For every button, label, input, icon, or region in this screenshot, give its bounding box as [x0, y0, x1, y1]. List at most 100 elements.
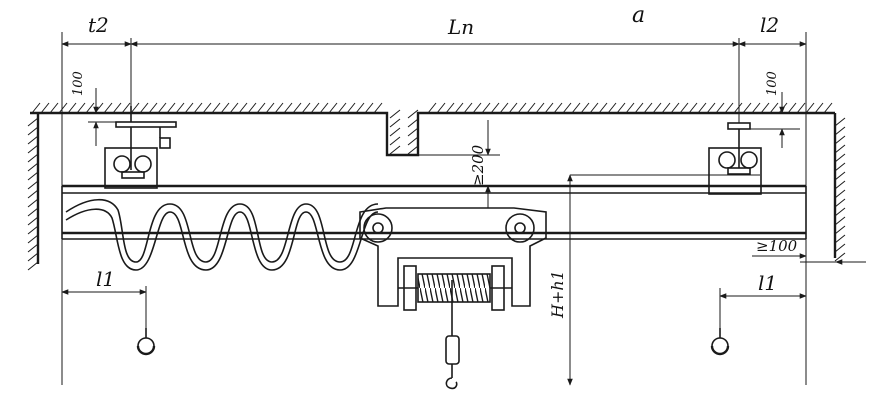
- hoist-trolley: [359, 207, 547, 307]
- label-ge100: ≥100: [756, 237, 798, 255]
- hatch-stroke: [389, 127, 401, 137]
- hatch-stroke: [319, 102, 329, 114]
- hatch-stroke: [301, 102, 311, 114]
- hatch-stroke: [355, 102, 365, 114]
- hatch-stroke: [346, 102, 356, 114]
- label-t2-left: t2: [88, 13, 109, 37]
- hatch-stroke: [688, 102, 698, 114]
- hatch-stroke: [535, 102, 545, 114]
- dimension-labels: t2 Lп a l2 100 100 ≥200 H+h1 ≥100 l1 l1: [71, 3, 798, 319]
- hatch-stroke: [175, 102, 185, 114]
- hatch-stroke: [373, 102, 383, 114]
- hatch-stroke: [834, 117, 846, 127]
- hatch-stroke: [238, 102, 248, 114]
- label-l2-right: l2: [760, 13, 779, 37]
- hatch-stroke: [589, 102, 599, 114]
- hatch-stroke: [229, 102, 239, 114]
- hatch-stroke: [834, 252, 846, 262]
- hatch-stroke: [724, 102, 734, 114]
- hatch-stroke: [328, 102, 338, 114]
- hatch-stroke: [499, 102, 509, 114]
- ceiling-hatching: [31, 102, 833, 155]
- hatch-stroke: [751, 102, 761, 114]
- hatch-stroke: [27, 252, 39, 262]
- hatch-stroke: [337, 102, 347, 114]
- hatch-stroke: [31, 102, 41, 114]
- hatch-stroke: [742, 102, 752, 114]
- hatch-stroke: [389, 109, 401, 119]
- hatch-stroke: [834, 234, 846, 244]
- hatch-stroke: [562, 102, 572, 114]
- hatch-stroke: [184, 102, 194, 114]
- hatch-stroke: [571, 102, 581, 114]
- hatch-stroke: [834, 126, 846, 136]
- hatch-stroke: [634, 102, 644, 114]
- hatch-stroke: [481, 102, 491, 114]
- hoist-drum: [398, 265, 512, 311]
- hatch-stroke: [27, 216, 39, 226]
- hatch-stroke: [103, 102, 113, 114]
- hatch-stroke: [517, 102, 527, 114]
- hatch-stroke: [427, 102, 437, 114]
- hatch-stroke: [27, 189, 39, 199]
- hatch-stroke: [256, 102, 266, 114]
- hatch-stroke: [407, 145, 419, 155]
- crane-rail-beam: [61, 184, 807, 240]
- hatch-stroke: [778, 102, 788, 114]
- hatch-stroke: [130, 102, 140, 114]
- hatch-stroke: [139, 102, 149, 114]
- hatch-stroke: [834, 207, 846, 217]
- hatch-stroke: [643, 102, 653, 114]
- left-wall-hatching: [27, 117, 39, 271]
- hatch-stroke: [58, 102, 68, 114]
- hatch-stroke: [76, 102, 86, 114]
- hatch-stroke: [283, 102, 293, 114]
- hatch-stroke: [697, 102, 707, 114]
- hatch-stroke: [148, 102, 158, 114]
- hatch-stroke: [472, 102, 482, 114]
- hatch-stroke: [834, 144, 846, 154]
- hatch-stroke: [85, 102, 95, 114]
- hatch-stroke: [544, 102, 554, 114]
- hatch-stroke: [27, 180, 39, 190]
- hatch-stroke: [733, 102, 743, 114]
- hatch-stroke: [490, 102, 500, 114]
- right-support-trolley: [708, 122, 762, 195]
- hatch-stroke: [834, 153, 846, 163]
- hatch-stroke: [769, 102, 779, 114]
- hatch-stroke: [607, 102, 617, 114]
- label-100-right: 100: [765, 71, 780, 96]
- hatch-stroke: [274, 102, 284, 114]
- hatch-stroke: [834, 135, 846, 145]
- hatch-stroke: [27, 117, 39, 127]
- hook-block: [445, 280, 460, 390]
- hatch-stroke: [193, 102, 203, 114]
- label-l1-left: l1: [96, 267, 115, 291]
- hatch-stroke: [823, 102, 833, 114]
- hatch-stroke: [27, 198, 39, 208]
- hatch-stroke: [389, 145, 401, 155]
- hatch-stroke: [292, 102, 302, 114]
- hatch-stroke: [67, 102, 77, 114]
- label-ge200: ≥200: [469, 144, 487, 186]
- left-wall: [27, 113, 40, 271]
- hatch-stroke: [40, 102, 50, 114]
- hatch-stroke: [310, 102, 320, 114]
- hatch-stroke: [834, 216, 846, 226]
- hatch-stroke: [27, 162, 39, 172]
- hatch-stroke: [407, 109, 419, 119]
- hatch-stroke: [553, 102, 563, 114]
- hatch-stroke: [364, 102, 374, 114]
- hatch-stroke: [706, 102, 716, 114]
- label-a: a: [632, 3, 645, 28]
- hatch-stroke: [407, 136, 419, 146]
- hatch-stroke: [27, 234, 39, 244]
- hatch-stroke: [389, 136, 401, 146]
- hatch-stroke: [454, 102, 464, 114]
- label-height: H+h1: [548, 270, 567, 319]
- left-support-trolley: [104, 106, 177, 189]
- hatch-stroke: [670, 102, 680, 114]
- hatch-stroke: [27, 126, 39, 136]
- hatch-stroke: [526, 102, 536, 114]
